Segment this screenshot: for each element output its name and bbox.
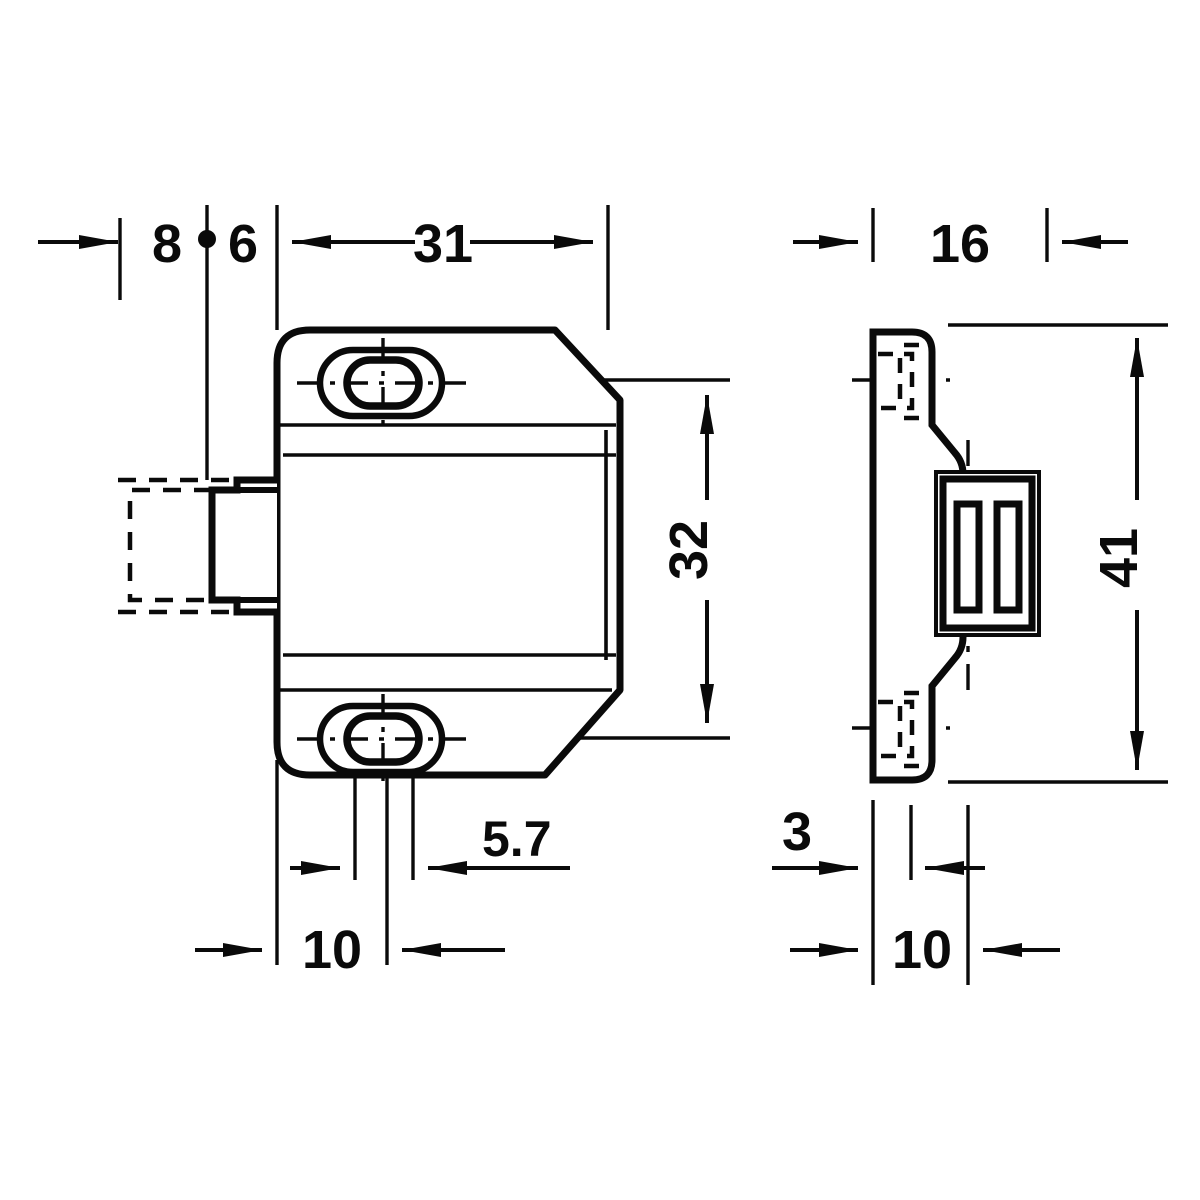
strike-plate-hidden-detail-top [878, 342, 930, 421]
screw-hole-lower-centerlines [297, 694, 470, 784]
latch-body-outline [273, 326, 624, 779]
dimension-dot-marker [198, 230, 216, 248]
plunger-hidden-outline [118, 477, 237, 615]
dimension-label-5-7: 5.7 [482, 811, 552, 867]
magnet-window [934, 470, 1041, 637]
latch-plunger-inner-lines [237, 487, 277, 603]
latch-plunger [208, 476, 277, 616]
dimension-label-31: 31 [413, 214, 473, 274]
dimension-label-16: 16 [930, 214, 990, 274]
dimension-label-10-right: 10 [892, 920, 952, 980]
latch-body-detail-lines [277, 423, 616, 692]
screw-hole-upper-centerlines [297, 338, 470, 428]
dimension-label-3: 3 [782, 802, 812, 862]
side-view-group [772, 208, 1168, 985]
dimension-label-8: 8 [152, 214, 182, 274]
dimension-label-41: 41 [1089, 528, 1149, 588]
dimension-label-10-left: 10 [302, 920, 362, 980]
dimension-labels: 8 6 31 32 5.7 10 16 41 3 10 [152, 214, 1149, 980]
front-view-group [38, 205, 730, 965]
dimension-label-32: 32 [659, 520, 719, 580]
dimension-label-6: 6 [228, 214, 258, 274]
strike-plate-hidden-detail-bottom [878, 690, 930, 769]
